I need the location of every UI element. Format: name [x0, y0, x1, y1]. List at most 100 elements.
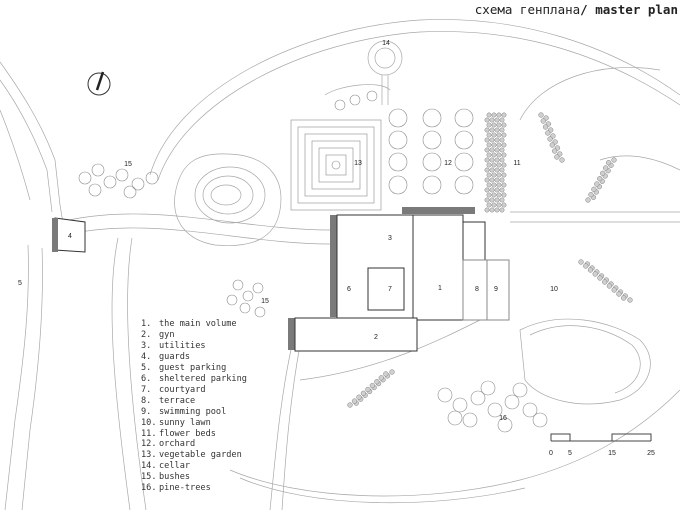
flower-bed-stone [627, 297, 633, 303]
flower-bed-stone [542, 124, 549, 130]
label-16: 16 [499, 415, 507, 422]
legend-number: 13. [141, 450, 157, 461]
flower-bed-stone [499, 147, 505, 153]
bush [78, 171, 92, 185]
flower-bed-stone [484, 187, 490, 193]
tree [366, 90, 378, 102]
bush [131, 177, 145, 191]
legend-text: terrace [159, 395, 196, 406]
vegetable-garden-maze [290, 119, 382, 211]
legend-item: 4.guards [141, 352, 247, 363]
orchard-tree [422, 130, 442, 150]
legend-text: sheltered parking [159, 373, 247, 384]
pine-tree [470, 390, 486, 406]
flower-bed-stone [496, 152, 502, 158]
legend-text: swimming pool [159, 406, 227, 417]
legend-number: 6. [141, 373, 152, 384]
flower-bed-stone [486, 202, 492, 208]
legend-text: cellar [159, 461, 191, 472]
flower-bed-stone [494, 147, 500, 153]
wall-shadow-west [330, 215, 338, 317]
legend-item: 3.utilities [141, 341, 247, 352]
legend-number: 3. [141, 340, 152, 351]
flower-bed-stone [499, 187, 505, 193]
label-5: 5 [18, 280, 22, 287]
pine-tree [512, 382, 528, 398]
flower-bed-stone [484, 137, 490, 143]
legend-item: 10.sunny lawn [141, 418, 247, 429]
legend-text: sunny lawn [159, 417, 211, 428]
buildings [52, 207, 510, 352]
flower-bed-stone [378, 375, 384, 381]
legend-item: 9.swimming pool [141, 407, 247, 418]
title-russian: схема генплана [474, 2, 581, 17]
legend-text: guest parking [159, 362, 227, 373]
flower-bed-stone [501, 202, 507, 208]
pine-tree [480, 380, 496, 396]
flower-bed-stone [501, 152, 507, 158]
flower-bed-stone [489, 127, 495, 133]
tree-canopies [78, 90, 548, 433]
gym-volume [294, 317, 418, 352]
flower-bed-stone [496, 112, 502, 118]
flower-bed-stone [588, 192, 594, 198]
legend-item: 8.terrace [141, 396, 247, 407]
flower-bed-stone [494, 137, 500, 143]
flower-bed-stone [602, 165, 609, 171]
flower-bed-stone [494, 177, 500, 183]
utilities-annex [462, 221, 486, 261]
flower-bed-stone [491, 202, 497, 208]
orchard-tree [388, 152, 408, 172]
title-english: master plan [595, 2, 678, 17]
flower-bed-stone [484, 127, 490, 133]
legend-number: 14. [141, 461, 157, 472]
bush [226, 294, 238, 306]
legend-number: 1. [141, 319, 152, 329]
legend-number: 5. [141, 362, 152, 373]
flower-bed-stone [383, 371, 389, 377]
flower-bed-stone [499, 197, 505, 203]
flower-bed-stone [389, 369, 395, 375]
flower-bed-stone [559, 157, 565, 163]
flower-bed-stone [486, 192, 492, 198]
legend-number: 16. [141, 483, 157, 494]
legend-text: vegetable garden [159, 450, 242, 461]
flower-bed-stone [597, 275, 603, 281]
legend-item: 2.gyn [141, 330, 247, 341]
orchard-tree [388, 175, 408, 195]
label-3: 3 [388, 235, 392, 242]
legend-item: 13.vegetable garden [141, 450, 247, 461]
flower-bed-stone [489, 157, 495, 163]
legend-item: 5. guest parking [141, 363, 247, 374]
flower-bed-stone [551, 148, 558, 154]
flower-bed-stone [549, 142, 555, 148]
flower-bed-stone [499, 157, 505, 163]
flower-bed-stone [351, 398, 358, 404]
flower-bed-stone [583, 263, 589, 269]
legend-number: 12. [141, 439, 157, 450]
flower-bed-stone [501, 182, 507, 188]
flower-bed-stone [600, 170, 606, 176]
flower-bed-stone [605, 160, 612, 166]
legend-text: pine-trees [159, 483, 211, 494]
flower-bed-stone [494, 167, 500, 173]
flower-bed-stone [499, 117, 505, 123]
pine-tree [497, 417, 513, 433]
flower-bed-stone [621, 295, 627, 301]
label-1: 1 [438, 285, 442, 292]
legend-item: 12.orchard [141, 439, 247, 450]
label-15-south: 15 [261, 298, 269, 305]
flower-bed-stone [486, 112, 492, 118]
context-linework [0, 19, 680, 511]
flower-bed-stone [496, 162, 502, 168]
flower-bed-stone [491, 162, 497, 168]
flower-bed-stone [365, 386, 371, 393]
flower-bed-stone [491, 192, 497, 198]
legend-item: 16.pine-trees [141, 483, 247, 494]
flower-bed-stone [545, 130, 551, 136]
bush [123, 185, 137, 199]
flower-bed-stone [496, 142, 502, 148]
flower-bed-stone [499, 167, 505, 173]
scale-tick-25: 25 [647, 450, 655, 457]
flower-bed-stone [496, 182, 502, 188]
